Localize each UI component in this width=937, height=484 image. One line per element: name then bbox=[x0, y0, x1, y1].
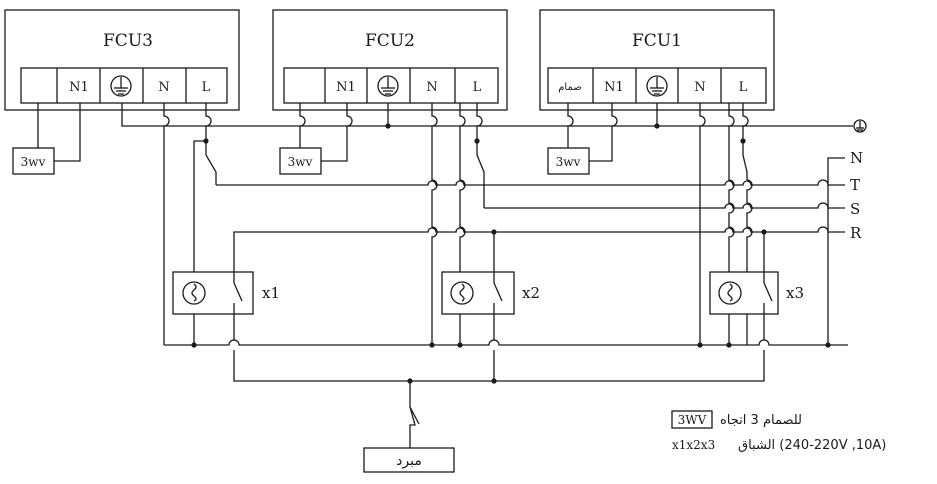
fcu1-title: FCU1 bbox=[632, 31, 682, 51]
fcu2-terminal-n: N bbox=[426, 80, 437, 95]
earth-icon bbox=[646, 75, 668, 97]
earth-icon bbox=[377, 75, 399, 97]
valve-fcu1: 3wv bbox=[547, 103, 618, 175]
fcu3-terminal-n: N bbox=[158, 80, 169, 95]
fcu3-unit: FCU3 N1 N L bbox=[4, 9, 240, 111]
bus-label-t: T bbox=[850, 176, 860, 194]
earth-icon bbox=[110, 75, 132, 97]
contactor-x3-label: x3 bbox=[786, 284, 804, 302]
fcu2-terminal-strip bbox=[283, 67, 499, 104]
legend-contactor-text: الشباق (220-240V ,10A) bbox=[738, 438, 886, 453]
fcu3-terminal-n1: N1 bbox=[69, 80, 89, 95]
valve-fcu3: 3wv bbox=[12, 103, 81, 175]
valve-fcu2: 3wv bbox=[279, 103, 353, 175]
chiller-box bbox=[363, 447, 455, 473]
fcu1-terminal-n: N bbox=[694, 80, 705, 95]
supply-buses: N T S R bbox=[216, 149, 863, 345]
fcu3-terminal-strip bbox=[20, 67, 228, 104]
chiller-wiring: مبرد bbox=[164, 314, 848, 473]
contactor-x1-label: x1 bbox=[262, 284, 280, 302]
bus-label-n: N bbox=[850, 149, 863, 167]
contactor-x2: x2 bbox=[441, 271, 540, 315]
fcu1-terminal-l: L bbox=[739, 80, 748, 95]
bus-label-s: S bbox=[850, 200, 860, 218]
fcu2-title: FCU2 bbox=[365, 31, 415, 51]
legend-contactor-ids: x1x2x3 bbox=[672, 438, 715, 452]
legend-valve-code: 3WV bbox=[678, 413, 707, 427]
bus-label-r: R bbox=[850, 224, 862, 242]
chiller-label: مبرد bbox=[396, 453, 422, 469]
fcu1-power-wiring bbox=[699, 103, 753, 345]
fcu2-unit: FCU2 N1 N L bbox=[272, 9, 508, 111]
fcu1-terminal-valve: صمام bbox=[558, 82, 582, 93]
legend: 3WV للصمام 3 اتجاه x1x2x3 الشباق (220-24… bbox=[671, 410, 886, 453]
valve-fcu2-label: 3wv bbox=[288, 155, 313, 169]
fcu3-terminal-l: L bbox=[202, 80, 211, 95]
valve-fcu1-label: 3wv bbox=[556, 155, 581, 169]
fcu1-terminal-n1: N1 bbox=[604, 80, 624, 95]
fcu1-unit: FCU1 صمام N1 N L bbox=[539, 9, 775, 111]
valve-fcu3-label: 3wv bbox=[21, 155, 46, 169]
legend-valve-box bbox=[671, 410, 713, 429]
contactor-x2-label: x2 bbox=[522, 284, 540, 302]
contactor-x1: x1 bbox=[172, 271, 280, 315]
contactor-x3: x3 bbox=[709, 271, 804, 315]
fcu2-terminal-n1: N1 bbox=[336, 80, 356, 95]
fcu2-terminal-l: L bbox=[473, 80, 482, 95]
fcu3-title: FCU3 bbox=[103, 31, 153, 51]
earth-bus bbox=[121, 103, 867, 133]
fcu2-power-wiring bbox=[431, 103, 485, 345]
legend-valve-text: للصمام 3 اتجاه bbox=[720, 413, 802, 428]
